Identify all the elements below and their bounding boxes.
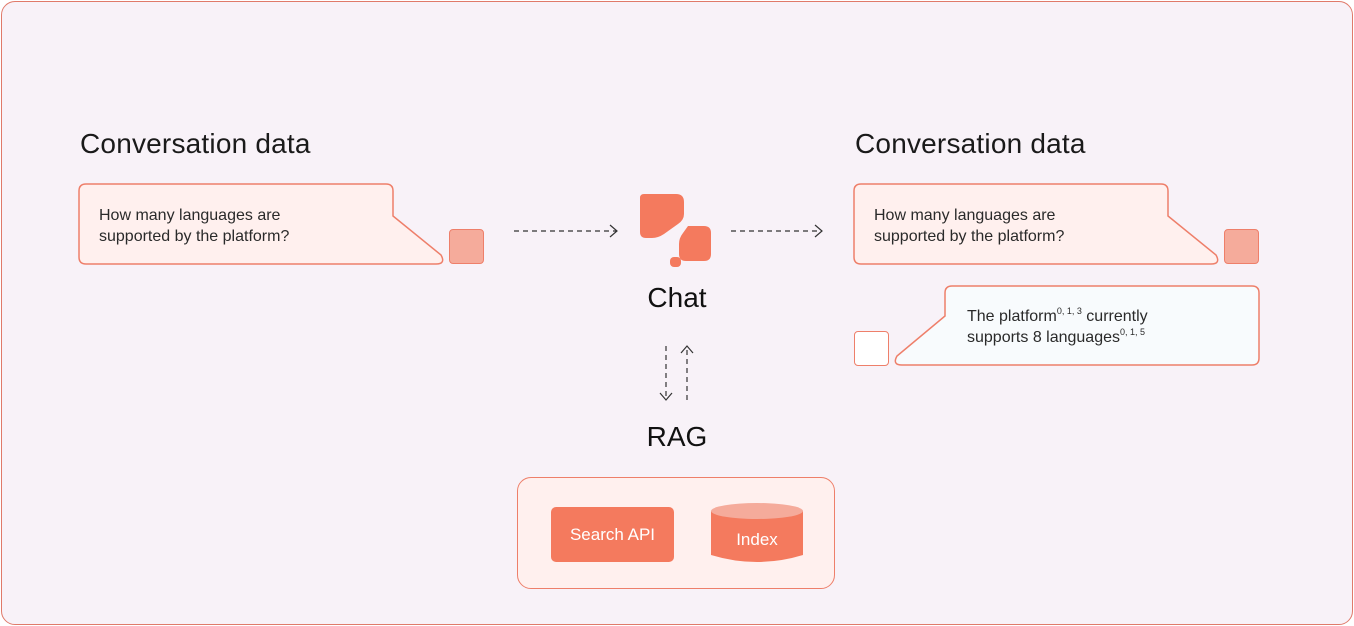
dashed-arrow-icon xyxy=(659,346,673,401)
bot-avatar xyxy=(854,331,889,366)
right-user-message-line-1: How many languages are xyxy=(874,207,1056,224)
database-cylinder-icon xyxy=(711,503,803,562)
right-user-message-line-2: supported by the platform? xyxy=(874,228,1065,245)
chat-label: Chat xyxy=(647,282,707,313)
rag-label: RAG xyxy=(646,421,708,452)
search-api-block: Search API xyxy=(551,507,674,562)
right-user-avatar xyxy=(1224,229,1259,264)
citation-marker: 0, 1, 5 xyxy=(1120,327,1146,337)
dashed-arrow-icon xyxy=(680,345,694,400)
citation-marker: 0, 1, 3 xyxy=(1056,306,1082,316)
bot-reply-line-2: supports 8 languages xyxy=(967,329,1120,346)
bot-reply-line-1: The platform xyxy=(967,308,1057,325)
dashed-arrow-icon xyxy=(731,224,823,238)
left-user-message-line-1: How many languages are xyxy=(99,207,281,224)
chat-bubbles-icon xyxy=(640,194,711,267)
bot-reply-line-1-suffix: currently xyxy=(1081,308,1148,325)
left-user-avatar xyxy=(449,229,484,264)
left-section-title: Conversation data xyxy=(80,128,311,159)
left-user-message-line-2: supported by the platform? xyxy=(99,228,290,245)
left-user-message: How many languages are supported by the … xyxy=(99,205,289,247)
index-label: Index xyxy=(736,530,778,549)
bot-reply-message: The platform0, 1, 3 currently supports 8… xyxy=(967,306,1148,348)
dashed-arrow-icon xyxy=(514,224,618,238)
right-section-title: Conversation data xyxy=(855,128,1086,159)
right-user-message: How many languages are supported by the … xyxy=(874,205,1064,247)
